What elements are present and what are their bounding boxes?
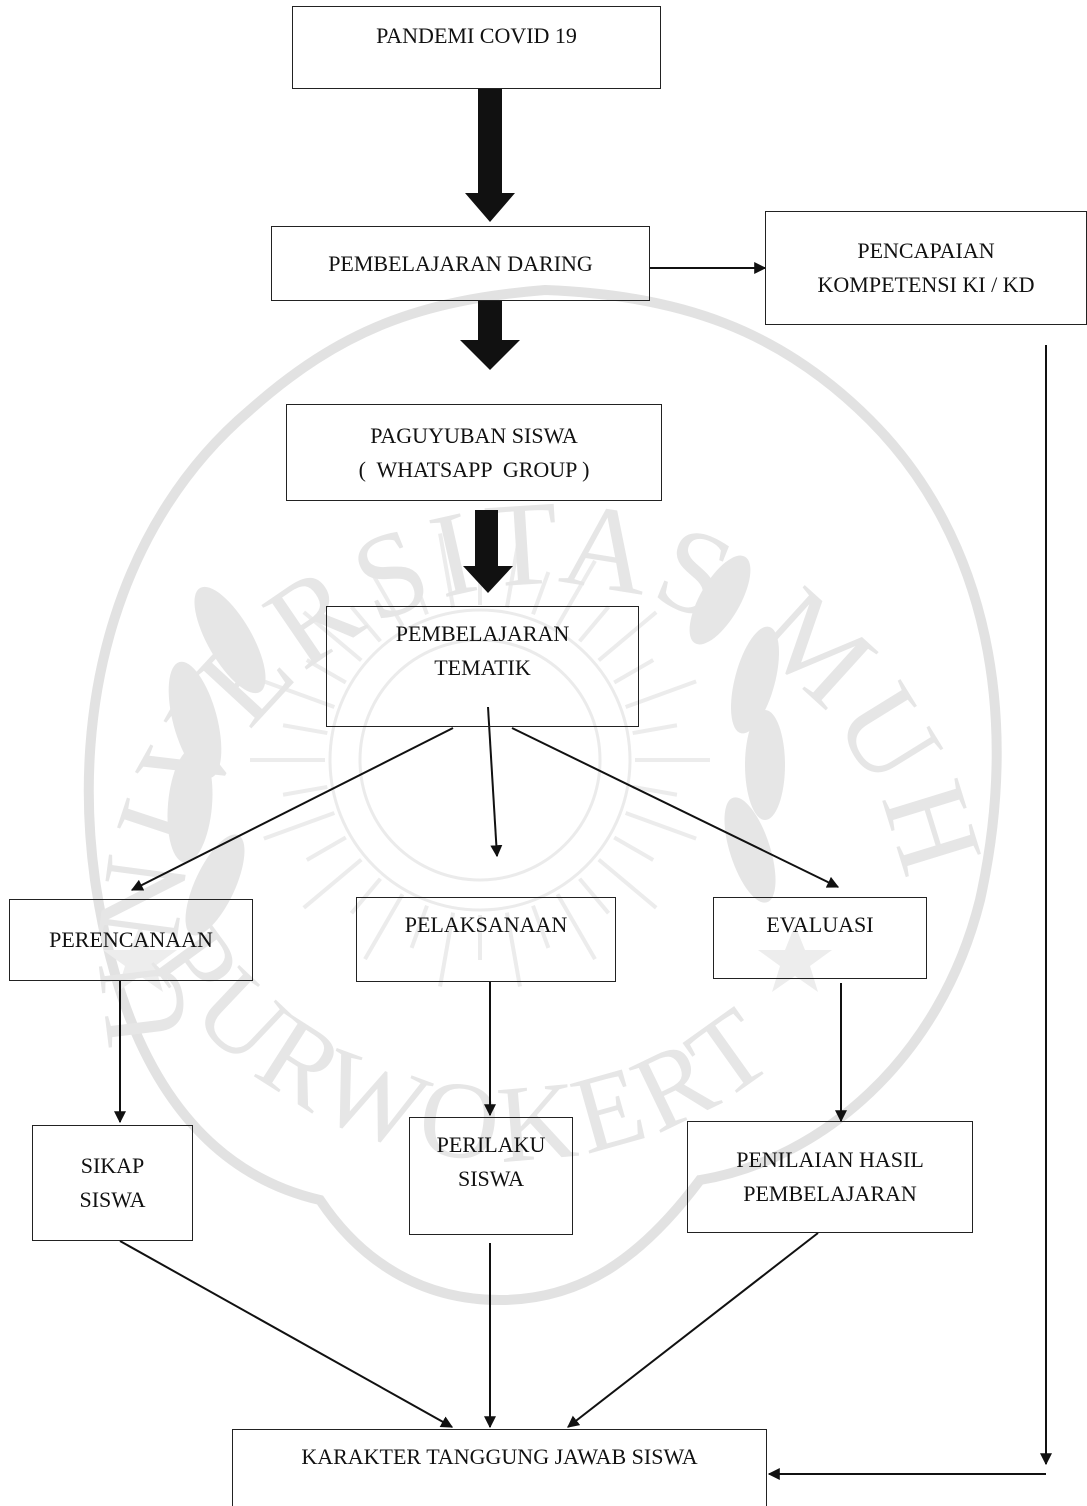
thick-arrow-daring-to-paguyuban [460,301,520,370]
seal-sun-ray [597,610,658,662]
node-label: PENILAIAN HASIL [736,1147,924,1172]
node-label: PAGUYUBAN SISWA [370,422,578,448]
node-pencapaian-kompetensi: PENCAPAIAN KOMPETENSI KI / KD [765,211,1087,325]
seal-sun-ray [578,605,611,643]
seal-sun-ray [632,723,678,736]
seal-sun-ray [624,811,697,841]
seal-sun-ray [263,679,336,709]
seal-sun-ray [504,912,522,987]
thick-arrow-paguyuban-to-tematik [463,510,513,593]
node-evaluasi: EVALUASI [713,897,927,979]
seal-sun-ray [613,835,655,862]
seal-sun-ray [349,605,382,643]
seal-sun-ray [632,784,678,797]
seal-sun-ray [624,679,697,709]
arrow-tematik-to-evaluasi [511,727,840,888]
node-label: PELAKSANAAN [404,912,568,937]
seal-sun-ring [358,638,602,882]
seal-sun-ray [409,571,429,616]
node-paguyuban-siswa: PAGUYUBAN SISWA ( WHATSAPP GROUP ) [286,404,662,501]
arrow-penilaian-to-karakter [567,1232,819,1428]
node-pembelajaran-daring: PEMBELAJARAN DARING [271,226,650,301]
node-label: PEMBELAJARAN DARING [328,250,593,276]
thick-arrow-pandemi-to-daring [465,88,515,222]
node-karakter-tanggung-jawab: KARAKTER TANGGUNG JAWAB SISWA [232,1429,767,1506]
seal-sun-ray [438,533,456,608]
seal-sun-ray [263,811,336,841]
node-label: SIKAP [80,1153,145,1178]
seal-sun-ray [282,723,328,736]
seal-sun-ray [305,835,347,862]
node-label: EVALUASI [766,912,874,937]
node-sikap-siswa: SIKAP SISWA [32,1125,193,1241]
node-label: PERILAKU [436,1132,546,1157]
seal-sun-ray [438,912,456,987]
seal-sun-ray [555,559,597,627]
node-perilaku-siswa: PERILAKU SISWA [409,1117,573,1235]
seal-sun-ray [531,571,551,616]
seal-sun-ray [409,904,429,949]
node-label: PEMBELAJARAN [395,621,570,646]
arrow-sikap-to-karakter [119,1240,454,1428]
node-label: PENCAPAIAN [857,238,995,263]
seal-star-icons [103,925,832,992]
seal-sun-ray [613,658,655,685]
node-perencanaan: PERENCANAAN [9,899,253,981]
arrow-tematik-to-pelaksanaan [487,706,503,858]
seal-sun-ray [578,877,611,915]
node-label: KARAKTER TANGGUNG JAWAB SISWA [301,1444,698,1469]
seal-sun-ray [531,904,551,949]
seal-sun-ray [504,533,522,608]
node-label: KOMPETENSI KI / KD [817,272,1035,297]
seal-outer-shape [83,284,1002,1306]
node-label: ( WHATSAPP GROUP ) [358,456,590,482]
node-pelaksanaan: PELAKSANAAN [356,897,616,982]
node-label: PANDEMI COVID 19 [376,23,577,48]
arrow-tematik-to-perencanaan [130,727,454,891]
node-label: SISWA [457,1166,524,1191]
node-penilaian-hasil: PENILAIAN HASIL PEMBELAJARAN [687,1121,973,1233]
seal-sun-ray [555,893,597,961]
node-label: SISWA [79,1187,146,1212]
seal-sun-ray [597,858,658,910]
seal-sun-ray [302,858,363,910]
node-label: PERENCANAAN [49,927,213,952]
seal-sun-ray [282,784,328,797]
node-label: PEMBELAJARAN [743,1181,917,1206]
seal-sun-ray [363,559,405,627]
seal-sun-ray [363,893,405,961]
seal-sun-ray [302,610,363,662]
node-pandemi-covid: PANDEMI COVID 19 [292,6,661,89]
node-pembelajaran-tematik: PEMBELAJARAN TEMATIK [326,606,639,727]
node-label: TEMATIK [434,655,531,680]
